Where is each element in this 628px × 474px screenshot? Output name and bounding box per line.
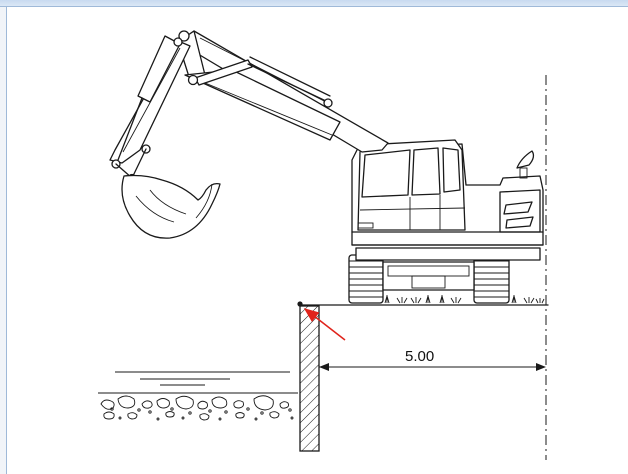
arm: [109, 35, 191, 169]
pointer-arrow: [303, 308, 346, 341]
dimension-label: 5.00: [405, 348, 434, 365]
window-top-border: [0, 0, 628, 7]
gravel-layer: [100, 395, 294, 421]
boom: [177, 30, 389, 153]
track-left: [348, 254, 384, 304]
grass-tufts: [384, 295, 545, 304]
cab: [357, 139, 466, 231]
retaining-wall: [299, 305, 320, 452]
water-level-symbol: [98, 371, 298, 394]
wall-corner-point: [297, 301, 303, 307]
counterweight: [499, 150, 541, 233]
excavator: [109, 30, 544, 304]
bucket: [121, 174, 221, 239]
track-right: [473, 254, 510, 304]
